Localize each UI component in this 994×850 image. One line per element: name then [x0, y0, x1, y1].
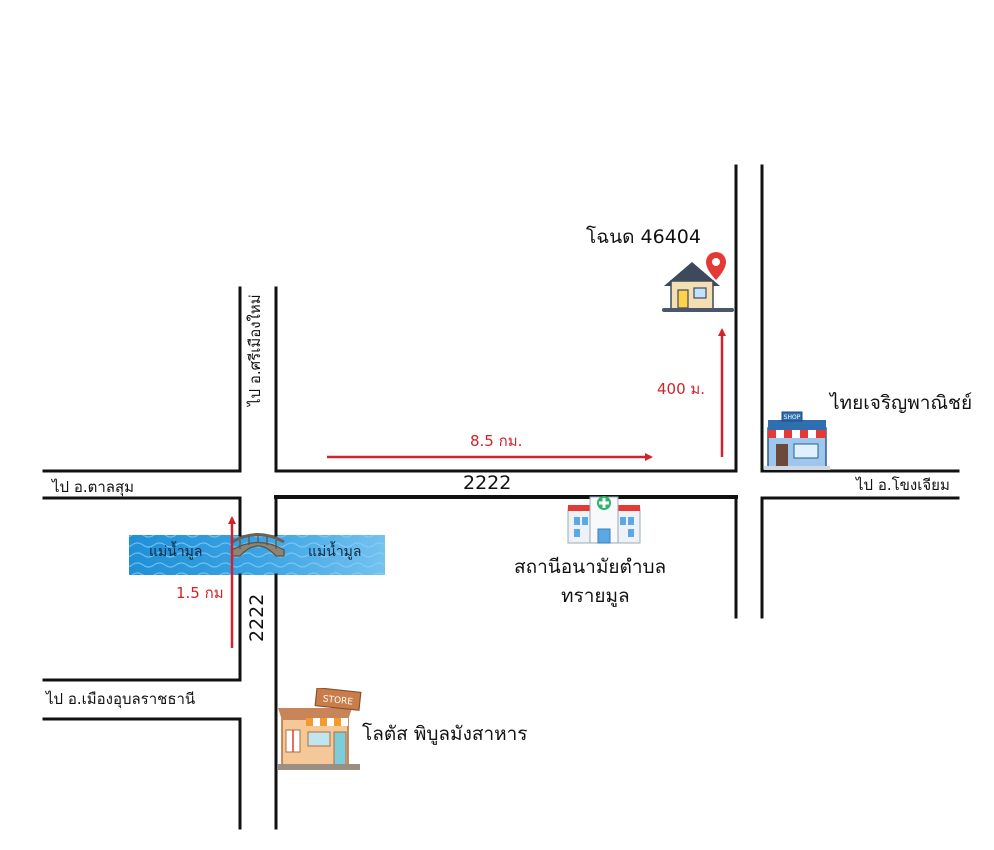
label-to-tan-sum: ไป อ.ตาลสุม: [52, 478, 135, 496]
health-center-label-line1: สถานีอนามัยตำบล: [514, 556, 667, 578]
label-to-mueang-ubon: ไป อ.เมืองอุบลราชธานี: [46, 690, 196, 708]
hospital-icon: [567, 496, 641, 544]
road-lines: [42, 164, 960, 830]
shop-label: ไทยเจริญพาณิชย์: [830, 392, 973, 414]
road-number-vertical: 2222: [246, 593, 268, 642]
shop-icon: SHOP: [764, 411, 830, 470]
property-label: โฉนด 46404: [586, 226, 701, 248]
bridge-icon: [231, 533, 285, 557]
health-center-label-line2: ทรายมูล: [561, 585, 630, 607]
river-label-right: แม่น้ำมูล: [308, 544, 362, 560]
house-pin-icon: [662, 252, 734, 312]
distance-arrows: [228, 328, 726, 648]
distance-label-8-5km: 8.5 กม.: [470, 432, 523, 450]
label-to-si-mueang-mai: ไป อ.ศรีเมืองใหม่: [246, 294, 264, 406]
distance-label-1-5km: 1.5 กม: [176, 584, 224, 602]
store-sign-text: STORE: [322, 694, 353, 707]
shop-sign-text: SHOP: [784, 414, 801, 421]
label-to-khong-chiam: ไป อ.โขงเจียม: [856, 476, 950, 494]
lotus-store-label: โลตัส พิบูลมังสาหาร: [362, 723, 528, 745]
store-icon: STORE: [278, 688, 362, 770]
road-number-horizontal: 2222: [463, 472, 512, 494]
river-label-left: แม่น้ำมูล: [149, 544, 203, 560]
distance-label-400m: 400 ม.: [657, 380, 706, 398]
river-mun: [129, 535, 385, 575]
